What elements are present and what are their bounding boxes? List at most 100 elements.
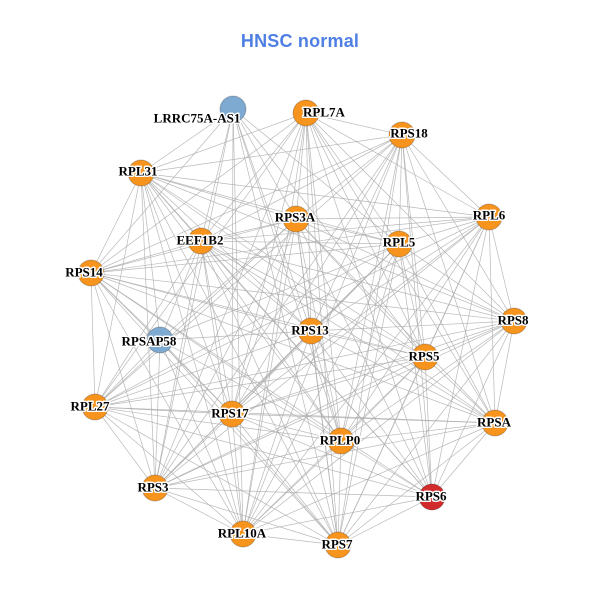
- node-label-LRRC75A-AS1: LRRC75A-AS1: [154, 111, 241, 126]
- network-edge: [94, 172, 142, 408]
- network-edge: [398, 243, 515, 322]
- network-edge: [232, 108, 297, 220]
- network-edge: [295, 218, 496, 424]
- network-edge: [154, 320, 515, 489]
- network-edge: [424, 356, 496, 424]
- node-label-RPS3A: RPS3A: [275, 210, 316, 225]
- network-edge: [340, 216, 490, 442]
- network-edge: [231, 356, 426, 415]
- network-edge: [154, 108, 234, 489]
- network-edge: [200, 240, 426, 358]
- network-edge: [154, 240, 202, 489]
- network-node-RPLP0: [327, 427, 355, 455]
- network-edge: [401, 134, 515, 322]
- node-label-RPS18: RPS18: [390, 126, 428, 141]
- network-edge: [159, 218, 297, 341]
- network-edge: [140, 172, 233, 415]
- network-edge: [200, 240, 496, 424]
- network-edge: [310, 134, 403, 332]
- node-label-RPSAP58: RPSAP58: [122, 334, 177, 349]
- network-edge: [337, 134, 403, 546]
- network-node-RPS13: [297, 317, 325, 345]
- network-node-RPL5: [385, 230, 413, 258]
- network-edge: [94, 406, 433, 498]
- network-edge: [154, 134, 403, 489]
- network-node-RPS7: [324, 531, 352, 559]
- network-edge: [200, 240, 400, 245]
- node-label-RPS6: RPS6: [415, 489, 447, 504]
- network-edge: [295, 112, 307, 220]
- node-label-RPL7A: RPL7A: [303, 105, 346, 120]
- network-edge: [231, 330, 312, 415]
- network-edge: [232, 108, 400, 245]
- network-edge: [200, 112, 307, 242]
- network-edge: [398, 134, 403, 245]
- network-edge: [295, 134, 403, 220]
- network-node-LRRC75A-AS1: [219, 95, 247, 123]
- network-edge: [140, 172, 156, 489]
- network-edge: [154, 440, 342, 489]
- network-edge: [232, 108, 342, 442]
- network-edge: [140, 172, 490, 218]
- network-node-RPSAP58: [146, 326, 174, 354]
- network-edge: [154, 487, 244, 535]
- node-label-RPS5: RPS5: [408, 349, 440, 364]
- node-label-RPL5: RPL5: [383, 235, 416, 250]
- network-edge: [94, 330, 312, 408]
- network-edge: [242, 320, 515, 535]
- network-edge: [90, 272, 433, 498]
- network-edge: [337, 440, 342, 546]
- network-edge: [90, 272, 244, 535]
- network-edge: [337, 243, 400, 546]
- network-edge: [140, 172, 515, 322]
- network-edge: [90, 240, 202, 274]
- network-edge: [242, 216, 490, 535]
- node-label-RPL27: RPL27: [71, 399, 111, 414]
- node-label-RPS3: RPS3: [137, 480, 169, 495]
- network-edge: [424, 356, 433, 498]
- network-node-RPL6: [475, 203, 503, 231]
- network-edge: [94, 406, 342, 442]
- network-edge: [242, 440, 342, 535]
- network-node-EEF1B2: [187, 227, 215, 255]
- node-label-RPL10A: RPL10A: [218, 526, 267, 541]
- network-edge: [494, 320, 515, 424]
- network-edge: [488, 216, 496, 424]
- network-edge: [231, 413, 433, 498]
- network-edge: [295, 216, 490, 220]
- network-edge: [232, 108, 339, 546]
- network-edge: [200, 240, 312, 332]
- network-edge: [140, 172, 496, 424]
- network-edge: [140, 172, 312, 332]
- network-node-RPS14: [77, 259, 105, 287]
- network-edge: [431, 320, 515, 498]
- network-edge: [398, 243, 426, 358]
- network-edge: [305, 112, 515, 322]
- network-edge: [94, 134, 403, 408]
- network-edge: [431, 422, 496, 498]
- network-edge: [90, 272, 312, 332]
- network-edge: [295, 218, 426, 358]
- network-edge: [159, 339, 233, 415]
- network-edge: [140, 172, 161, 341]
- network-edge: [140, 172, 400, 245]
- network-edge: [154, 339, 161, 489]
- network-edge: [140, 112, 307, 174]
- network-edge: [401, 134, 496, 424]
- network-node-RPS3: [141, 474, 169, 502]
- network-edge: [310, 216, 490, 332]
- network-edge: [231, 320, 515, 415]
- network-edge: [310, 330, 496, 424]
- network-edge: [200, 240, 233, 415]
- network-edge: [159, 240, 202, 341]
- node-label-RPS7: RPS7: [321, 537, 353, 552]
- network-edge: [94, 216, 490, 408]
- network-edge: [295, 218, 433, 498]
- network-edge: [200, 240, 515, 322]
- node-label-RPS8: RPS8: [497, 313, 529, 328]
- network-edge: [231, 413, 339, 546]
- network-edge: [154, 413, 233, 489]
- network-edge: [94, 243, 400, 408]
- network-edge: [159, 339, 339, 546]
